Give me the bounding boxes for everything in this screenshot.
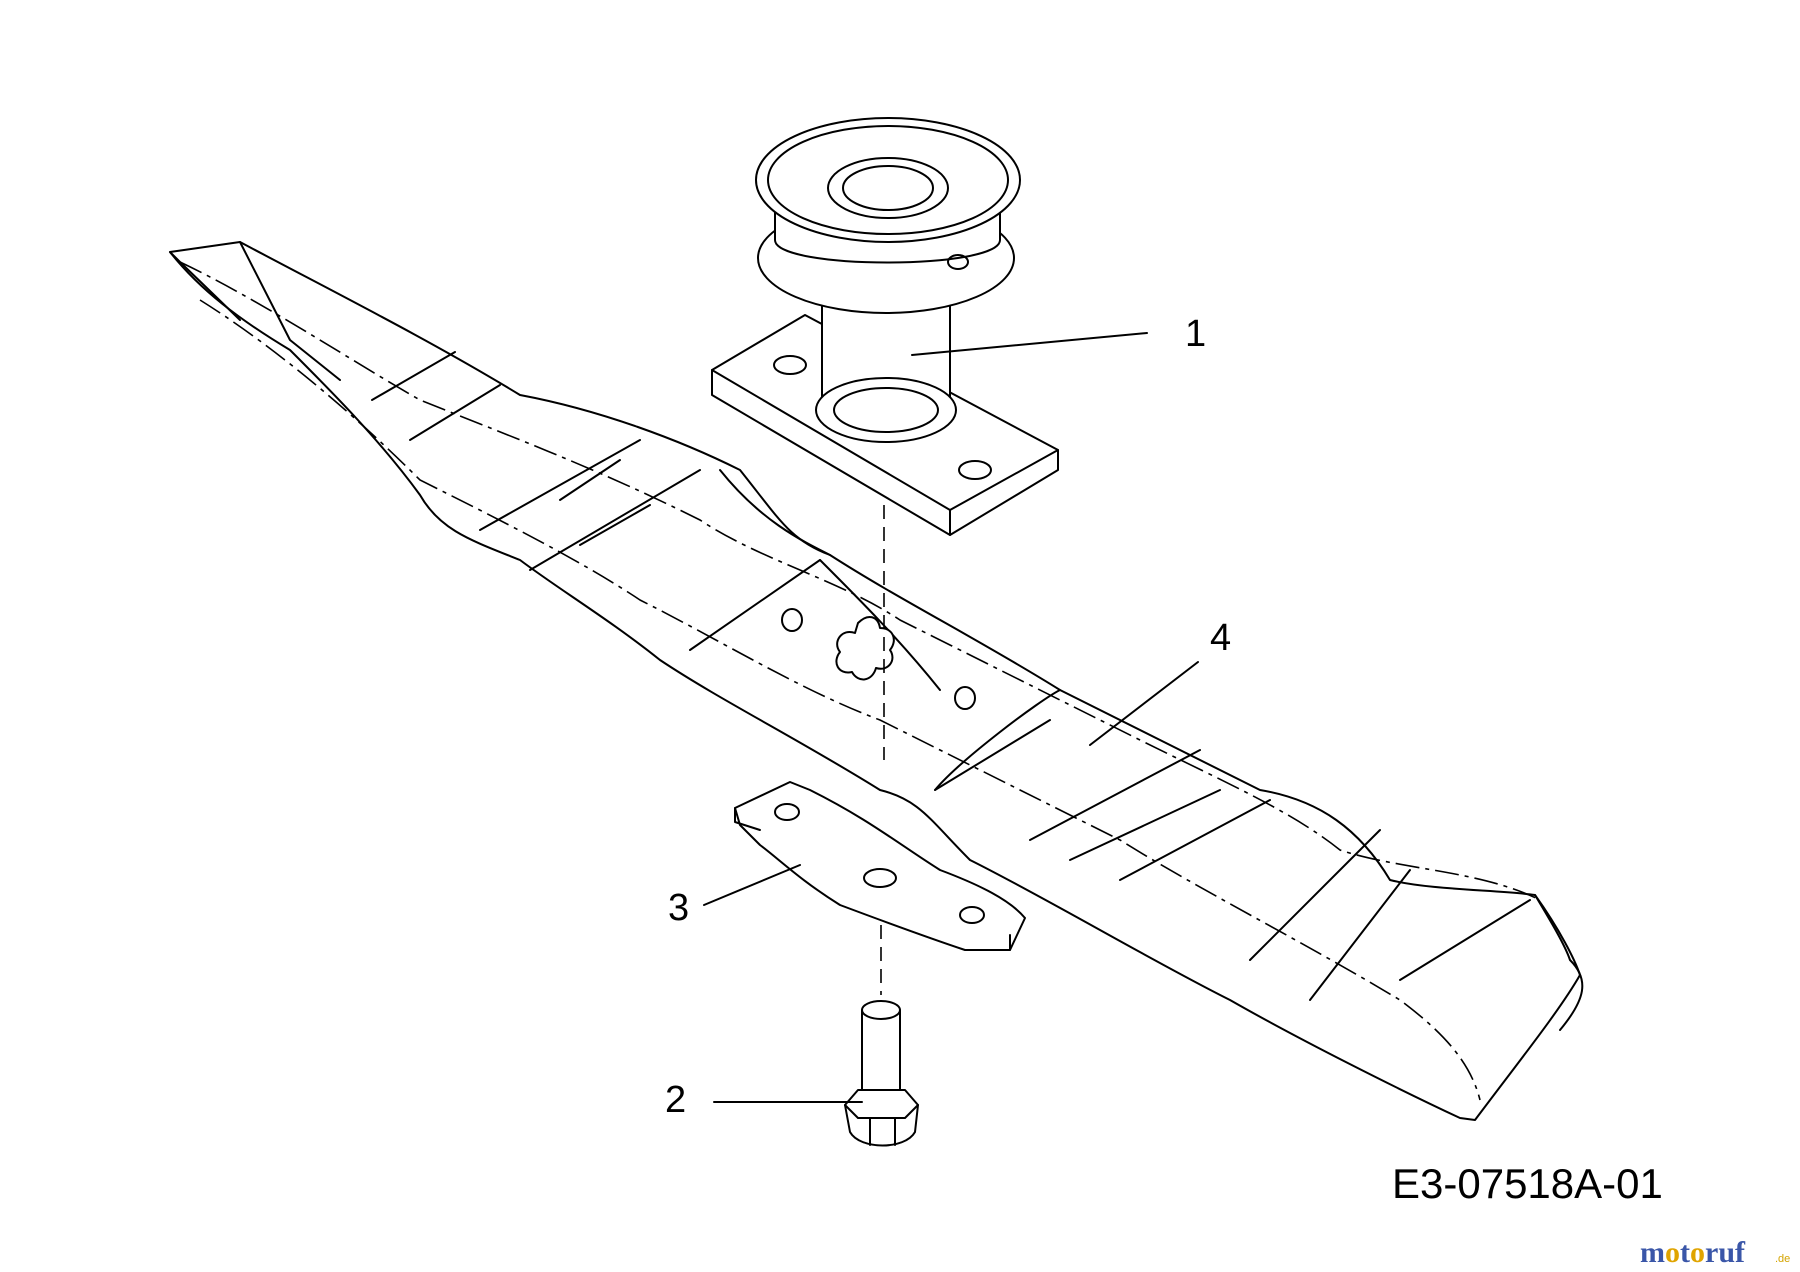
leader-line-4 (1089, 661, 1199, 746)
pulley-with-hub (711, 117, 1059, 536)
callout-3: 3 (668, 887, 689, 929)
svg-text:motoruf: motoruf (1640, 1236, 1746, 1269)
center-star-hole (835, 616, 895, 681)
watermark-tld: .de (1775, 1253, 1790, 1265)
motoruf-watermark-logo: motoruf .de (1640, 1236, 1790, 1269)
callout-1: 1 (1185, 313, 1206, 355)
leader-line-1 (911, 332, 1148, 356)
blade-hole-right (954, 686, 976, 710)
blade-hole-left (781, 608, 803, 632)
mower-blade (169, 241, 1584, 1121)
blade-bolt (844, 1000, 919, 1147)
blade-adapter-plate (734, 781, 1026, 951)
callout-2: 2 (665, 1079, 686, 1121)
callout-4: 4 (1210, 617, 1231, 659)
drawing-code: E3-07518A-01 (1392, 1160, 1663, 1207)
leader-line-3 (703, 864, 801, 906)
